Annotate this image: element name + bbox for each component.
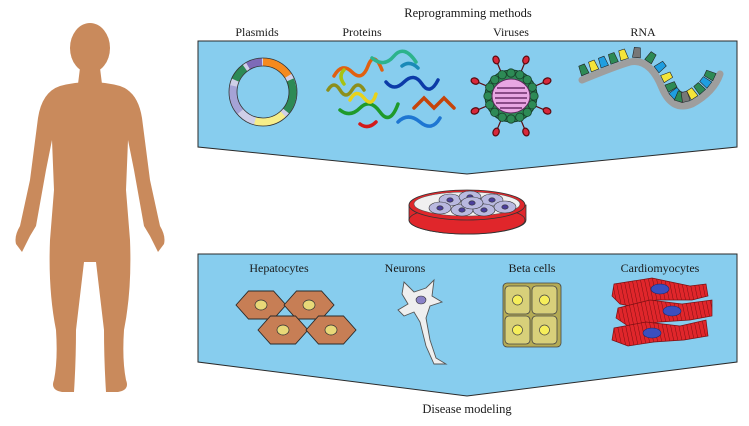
virus-icon xyxy=(470,55,552,137)
label-viruses: Viruses xyxy=(493,25,529,39)
hepatocyte-icon xyxy=(235,290,357,345)
protein-icon xyxy=(326,49,456,129)
human-silhouette-icon xyxy=(15,23,165,392)
section-title-top: Reprogramming methods xyxy=(404,6,532,20)
rna-icon xyxy=(578,47,724,110)
plasmid-icon xyxy=(228,57,298,127)
reprogramming-panel xyxy=(197,40,738,175)
beta-cell-icon xyxy=(502,282,562,348)
label-rna: RNA xyxy=(630,25,656,39)
label-hepatocytes: Hepatocytes xyxy=(249,261,309,275)
label-neurons: Neurons xyxy=(385,261,426,275)
petri-dish-icon xyxy=(408,189,527,235)
cardiomyocyte-icon xyxy=(611,277,713,347)
label-plasmids: Plasmids xyxy=(235,25,279,39)
section-title-bottom: Disease modeling xyxy=(422,402,512,416)
label-beta-cells: Beta cells xyxy=(509,261,556,275)
label-cardiomyocytes: Cardiomyocytes xyxy=(621,261,700,275)
disease-modeling-panel xyxy=(197,253,738,397)
label-proteins: Proteins xyxy=(342,25,382,39)
neuron-icon xyxy=(397,278,448,365)
